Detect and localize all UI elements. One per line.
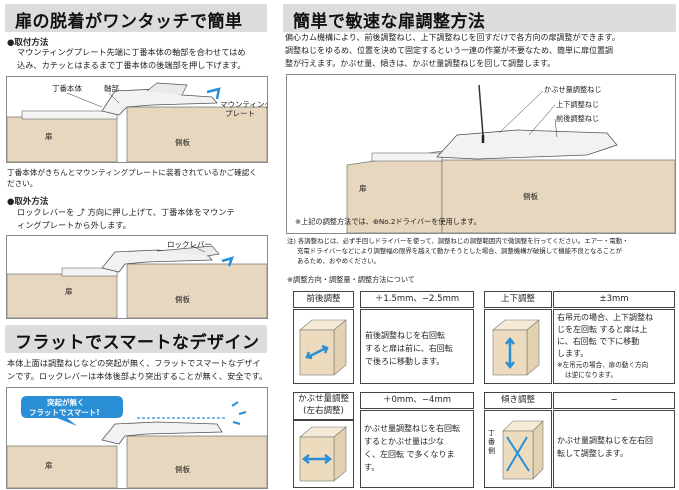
label-vertical-screw: 上下調整ねじ bbox=[556, 100, 600, 109]
cover-cube-icon bbox=[299, 426, 347, 482]
adj-frontback-icon-box bbox=[293, 309, 354, 384]
label-plate-1: マウンティング bbox=[220, 100, 268, 109]
section-title-adjustment: 簡単で敏速な扉調整方法 bbox=[293, 12, 486, 32]
adj-vertical-range: ±3mm bbox=[553, 291, 675, 308]
adj-vertical-desc-box: 右吊元の場合、上下調整ね じを左回転 すると扉は上 に、右回転 で下に移動 しま… bbox=[553, 309, 675, 384]
intro-line3: 整が行えます。かぶせ量、傾きは、かぶせ量調整ねじを回して調整します。 bbox=[285, 59, 556, 68]
adj-frontback-desc-2: すると扉は前に、右回転 bbox=[365, 344, 453, 353]
mount-text-line1: マウンティングプレート先端に丁番本体の軸部を合わせてはめ bbox=[17, 47, 246, 57]
label-side-panel-2: 側板 bbox=[175, 295, 190, 304]
label-hinge-body: 丁番本体 bbox=[52, 84, 82, 93]
remove-figure: ロックレバー 扉 側板 bbox=[6, 235, 268, 319]
tilt-cube-icon bbox=[502, 420, 544, 480]
adj-vertical-name: 上下調整 bbox=[484, 291, 552, 308]
label-shaft: 軸部 bbox=[104, 84, 119, 93]
adj-frontback-name: 前後調整 bbox=[293, 291, 354, 308]
adj-tilt-name: 傾き調整 bbox=[484, 392, 552, 409]
remove-heading: ●取外方法 bbox=[7, 197, 49, 207]
adj-tilt-range: − bbox=[553, 392, 675, 409]
remove-text-line1: ロックレバーを ⤴ 方向に押し上げて、丁番本体をマウンテ bbox=[17, 207, 235, 217]
label-front-back-screw: 前後調整ねじ bbox=[556, 114, 600, 123]
bubble-text-2: フラットでスマート! bbox=[29, 408, 100, 417]
flat-diagram bbox=[7, 396, 267, 488]
label-side-panel-4: 側板 bbox=[523, 192, 538, 201]
remove-text-line2: ィングプレートから外します。 bbox=[17, 220, 131, 230]
adj-vertical-desc-2: じを左回転 すると扉は上 bbox=[557, 325, 648, 334]
adj-cover-desc-3: く、左回転 で多くなりま bbox=[364, 450, 455, 459]
adjust-table-heading: ※調整方向・調整量・調整方法について bbox=[287, 275, 415, 284]
intro-line1: 偏心カム機構により、前後調整ねじ、上下調整ねじを回すだけで各方向の扉調整ができま… bbox=[285, 33, 620, 42]
section-header-flat-design: フラットでスマートなデザイン bbox=[5, 325, 267, 353]
label-door-2: 扉 bbox=[65, 287, 73, 296]
adj-cover-icon-box bbox=[293, 420, 354, 488]
intro-line2: 調整ねじをゆるめ、位置を決めて固定するという一連の作業が不要なため、簡単に扉位置… bbox=[285, 46, 613, 55]
adj-tilt-icon-box: 丁番側 bbox=[484, 410, 552, 488]
caution-line1: 注) 各調整ねじは、必ず手回しドライバーを使って、調整ねじの調整範囲内で微調整を… bbox=[287, 237, 629, 245]
flat-text-line1: 本体上面は調整ねじなどの突起が無く、フラットでスマートなデザイ bbox=[7, 358, 261, 368]
mount-diagram bbox=[7, 82, 267, 162]
mount-note-line1: 丁番本体がきちんとマウンティングプレートに装着されているかご確認く bbox=[7, 168, 257, 177]
adj-vertical-note-2: は逆になります。 bbox=[565, 371, 618, 379]
caution-line2: 充電ドライバーなどにより調整幅の限界を越えて動かそうとした場合、調整機構が破損し… bbox=[297, 247, 622, 255]
adj-cover-name-1: かぶせ量調整 bbox=[297, 394, 349, 404]
adj-vertical-desc-3: に、右回転 で下に移動 bbox=[557, 337, 640, 346]
caution-line3: あるため、おやめください。 bbox=[297, 257, 381, 265]
label-door: 扉 bbox=[45, 132, 53, 141]
adj-cover-range: ＋0mm、−4mm bbox=[360, 392, 474, 409]
adj-cover-desc-1: かぶせ量調整ねじを右回転 bbox=[364, 424, 460, 433]
adj-cover-name: かぶせ量調整 (左右調整) bbox=[293, 392, 354, 420]
adj-tilt-desc-box: かぶせ量調整ねじを左右回 転して調整します。 bbox=[553, 410, 675, 488]
adj-vertical-icon-box bbox=[484, 309, 552, 384]
flat-figure: 突起が無く フラットでスマート! 扉 側板 bbox=[6, 387, 268, 489]
flat-text-line2: ンです。ロックレバーは本体後部より突出することが無く、安全です。 bbox=[7, 371, 268, 381]
label-plate-2: プレート bbox=[225, 109, 255, 118]
vertical-cube-icon bbox=[492, 319, 540, 376]
adj-cover-desc-2: するとかぶせ量は少な bbox=[364, 437, 444, 446]
adj-frontback-desc-3: で後ろに移動します。 bbox=[365, 357, 445, 366]
adj-tilt-side-label: 丁番側 bbox=[488, 429, 495, 455]
mount-note-line2: ださい。 bbox=[7, 179, 38, 188]
label-cover-screw: かぶせ量調整ねじ bbox=[544, 85, 602, 94]
section-header-easy-mount: 扉の脱着がワンタッチで簡単 bbox=[5, 4, 267, 32]
label-door-4: 扉 bbox=[359, 184, 367, 193]
adj-cover-desc-box: かぶせ量調整ねじを右回転 するとかぶせ量は少な く、左回転 で多くなりま す。 bbox=[360, 410, 474, 488]
figure-note: ※上記の調整方法では、⊕No.2ドライバーを使用します。 bbox=[295, 217, 481, 226]
label-side-panel: 側板 bbox=[175, 138, 190, 147]
adj-frontback-desc-box: 前後調整ねじを右回転 すると扉は前に、右回転 で後ろに移動します。 bbox=[360, 309, 474, 384]
mount-figure: 丁番本体 軸部 マウンティング プレート 扉 側板 bbox=[6, 76, 268, 163]
frontback-cube-icon bbox=[299, 319, 347, 376]
bubble-text-1: 突起が無く bbox=[47, 398, 85, 407]
adj-vertical-desc-1: 右吊元の場合、上下調整ね bbox=[557, 313, 653, 322]
adj-tilt-desc-2: 転して調整します。 bbox=[557, 449, 628, 458]
label-door-3: 扉 bbox=[45, 461, 53, 470]
adj-frontback-desc-1: 前後調整ねじを右回転 bbox=[365, 331, 445, 340]
label-lock-lever: ロックレバー bbox=[167, 240, 212, 249]
adj-vertical-desc-4: します。 bbox=[557, 349, 589, 358]
adj-frontback-range: ＋1.5mm、−2.5mm bbox=[360, 291, 474, 308]
section-title-flat-design: フラットでスマートなデザイン bbox=[15, 333, 260, 353]
adj-tilt-desc-1: かぶせ量調整ねじを左右回 bbox=[557, 436, 653, 445]
mount-heading: ●取付方法 bbox=[7, 38, 49, 48]
adj-cover-desc-4: す。 bbox=[364, 463, 380, 472]
mount-text-line2: 込み、カチッとはまるまで丁番本体の後端部を押し下げます。 bbox=[17, 60, 246, 70]
section-header-adjustment: 簡単で敏速な扉調整方法 bbox=[283, 4, 676, 32]
adj-vertical-note-1: ※左吊元の場合、扉の動く方向 bbox=[557, 361, 649, 369]
adjust-diagram bbox=[346, 84, 675, 233]
adjust-figure: かぶせ量調整ねじ 上下調整ねじ 前後調整ねじ 扉 側板 ※上記の調整方法では、⊕… bbox=[286, 74, 676, 234]
remove-diagram bbox=[7, 245, 267, 318]
section-title-easy-mount: 扉の脱着がワンタッチで簡単 bbox=[15, 12, 243, 32]
adj-cover-name-2: (左右調整) bbox=[303, 406, 344, 416]
label-side-panel-3: 側板 bbox=[175, 465, 190, 474]
